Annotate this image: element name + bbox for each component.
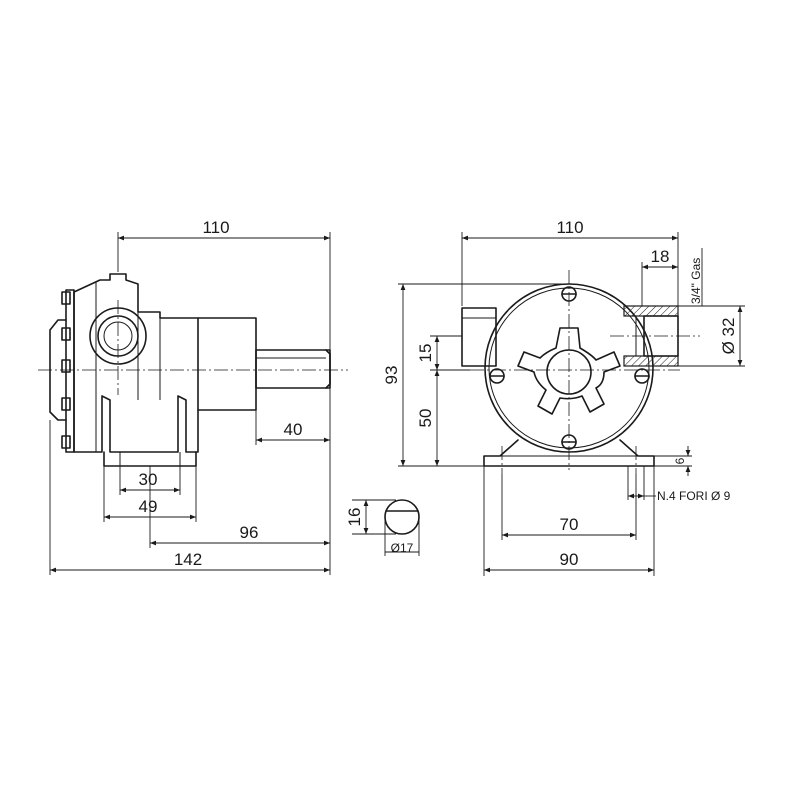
dim-side-110-label: 110 [202,218,229,237]
screw-top [561,286,577,302]
front-outlet-port [623,305,679,367]
dim-front-70: 70 [502,515,636,538]
dim-front-90-label: 90 [560,550,579,569]
dim-front-15-label: 15 [416,344,435,363]
side-shaft [255,349,331,389]
dim-front-110-label: 110 [556,218,583,237]
dim-side-40-label: 40 [284,420,303,439]
dim-shaft-diameter-label: Ø17 [391,541,414,555]
dim-front-diameter: Ø 32 [719,306,743,366]
side-port [89,307,147,365]
dim-shaft-key-label: 16 [345,508,364,527]
dim-side-30: 30 [120,470,180,493]
front-pump-body [484,283,654,453]
dim-front-diameter-label: Ø 32 [719,318,738,355]
front-screws [489,286,650,450]
side-view: 110 40 30 49 96 142 [38,218,348,575]
dim-front-18-label: 18 [651,247,670,266]
shaft-section: 16 Ø17 [345,499,420,556]
front-base [483,439,655,474]
front-pump-body-inner [488,287,650,449]
dim-front-110: 110 [462,218,678,241]
shaft-section-circle [384,499,420,535]
holes-note-label: N.4 FORI Ø 9 [657,489,731,503]
screw-bottom [561,434,577,450]
holes-note: N.4 FORI Ø 9 [628,489,731,503]
dim-side-142-label: 142 [174,550,202,569]
dim-front-93-label: 93 [382,366,401,385]
dim-side-142: 142 [50,550,330,573]
front-view: 110 18 3/4" Gas Ø 32 93 15 50 [382,218,745,576]
front-inlet-port [461,307,497,367]
dim-side-40: 40 [256,420,330,443]
dim-front-15: 15 [416,336,440,370]
dim-side-110: 110 [118,218,330,241]
side-cover-plate [49,289,75,453]
dim-front-6: 6 [673,446,691,476]
dim-front-90: 90 [484,550,654,573]
dim-front-50-label: 50 [416,409,435,428]
front-impeller [517,327,621,415]
dim-front-70-label: 70 [560,515,579,534]
dim-front-6-label: 6 [673,457,687,464]
dim-side-96-label: 96 [240,523,259,542]
thread-note-label: 3/4" Gas [689,258,703,304]
dim-side-96: 96 [150,523,330,546]
side-bearing-housing [197,317,257,411]
dim-side-49: 49 [104,497,196,520]
screw-right [634,368,650,384]
dim-front-50: 50 [416,370,440,466]
dim-front-18: 18 [642,247,678,270]
dim-front-93: 93 [382,284,406,466]
dim-side-30-label: 30 [139,470,158,489]
screw-left [489,368,505,384]
thread-note: 3/4" Gas [689,248,703,306]
dim-side-49-label: 49 [139,497,158,516]
